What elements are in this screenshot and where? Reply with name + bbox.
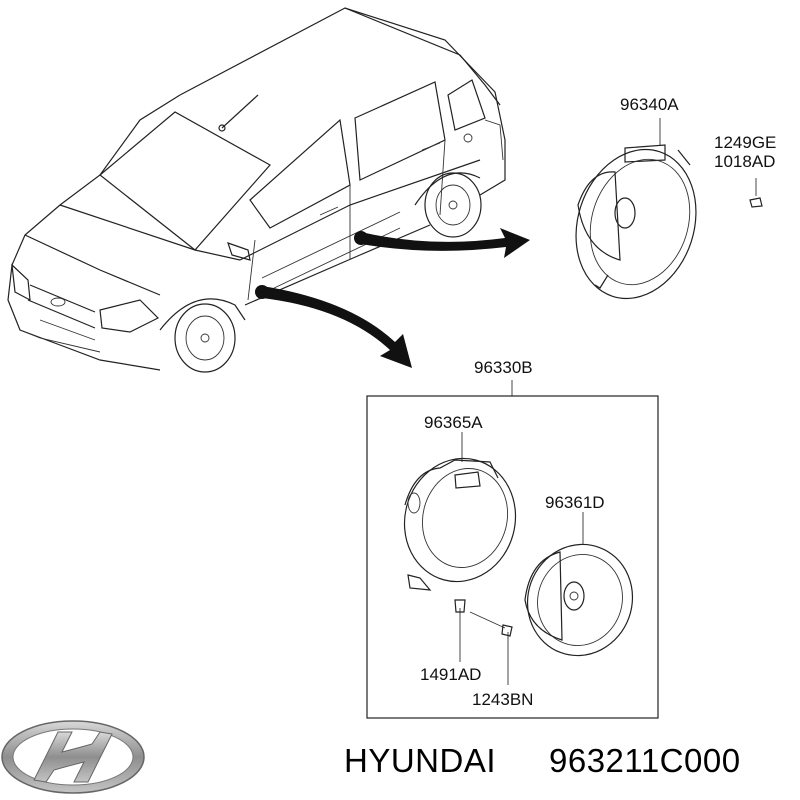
- bracket-drawing: [403, 432, 517, 591]
- label-front-assembly: 96330B: [474, 358, 533, 377]
- label-bolt-a: 1491AD: [420, 665, 481, 684]
- car-illustration: [7, 7, 506, 373]
- front-assembly-box: [366, 380, 659, 719]
- screw-drawing: [749, 178, 763, 208]
- bolts-drawing: [454, 599, 513, 685]
- caption-part-number: 963211C000: [549, 742, 741, 779]
- hyundai-logo-icon: [1, 720, 145, 794]
- label-screw-a: 1249GE: [714, 133, 776, 152]
- label-rear-speaker: 96340A: [620, 95, 679, 114]
- label-screw-b: 1018AD: [714, 152, 775, 171]
- front-speaker-drawing: [524, 512, 634, 657]
- label-bracket: 96365A: [424, 413, 483, 432]
- rear-speaker-drawing: [575, 118, 697, 300]
- location-arrows: [255, 228, 530, 368]
- caption-brand: HYUNDAI: [344, 742, 496, 779]
- label-front-speaker: 96361D: [545, 493, 605, 512]
- label-bolt-b: 1243BN: [472, 690, 533, 709]
